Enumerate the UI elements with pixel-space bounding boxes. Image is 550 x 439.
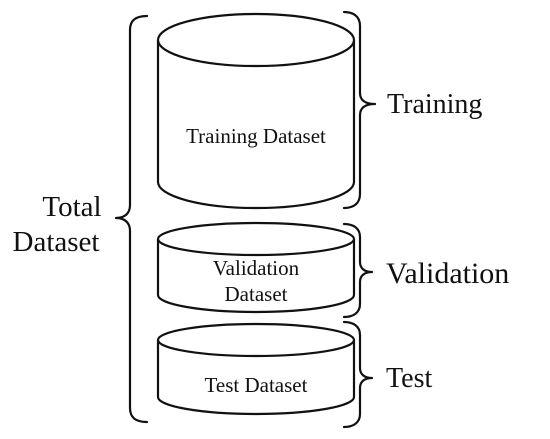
training-dataset-label: Training Dataset	[186, 124, 326, 148]
training-group-label: Training	[387, 89, 482, 120]
validation-brace	[342, 222, 374, 319]
test-brace	[342, 320, 374, 429]
test-dataset-label: Test Dataset	[205, 373, 308, 397]
total-dataset-label-line2: Dataset	[13, 226, 100, 258]
validation-group-label: Validation	[386, 257, 509, 290]
validation-dataset-cylinder: Validation Dataset	[156, 221, 356, 314]
total-dataset-brace	[114, 14, 149, 424]
total-dataset-label-line1: Total	[42, 191, 101, 223]
validation-dataset-label-line2: Dataset	[225, 282, 288, 306]
training-dataset-cylinder: Training Dataset	[156, 12, 356, 210]
training-brace	[342, 10, 377, 210]
test-dataset-cylinder: Test Dataset	[156, 322, 356, 416]
validation-dataset-label-line1: Validation	[213, 256, 300, 280]
test-group-label: Test	[386, 363, 432, 394]
